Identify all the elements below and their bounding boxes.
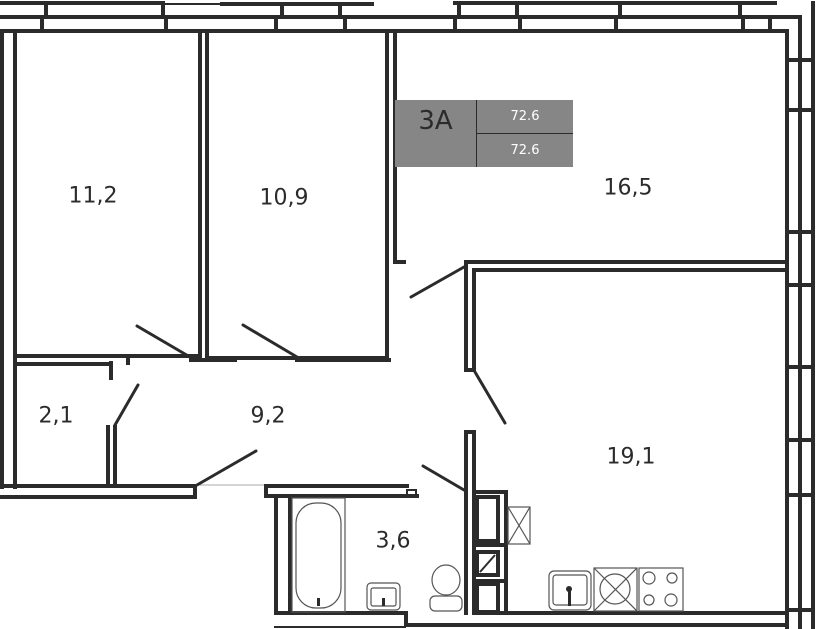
door-storage [113, 383, 140, 427]
fridge-icon [507, 506, 531, 545]
oven-icon [593, 567, 638, 612]
bathtub-icon [291, 497, 346, 613]
toilet-icon [429, 564, 463, 612]
washbasin-icon [366, 582, 401, 611]
door-entrance [195, 449, 258, 487]
bedroom-1-walls [13, 29, 202, 380]
room-area-kitchen: 19,1 [606, 444, 656, 470]
door-kitchen [473, 370, 507, 425]
door-living-room [409, 265, 466, 299]
door-bathroom [421, 464, 466, 492]
cooktop-icon [638, 567, 684, 612]
room-area-living-room: 16,5 [603, 175, 653, 201]
room-area-bedroom-2: 10,9 [259, 185, 309, 211]
door-bedroom-1 [135, 324, 192, 359]
door-bedroom-2 [241, 323, 299, 359]
storage-walls [13, 362, 117, 488]
ventilation-shaft [472, 490, 789, 615]
bedroom-2-walls [189, 29, 406, 362]
apartment-code: 3A [418, 106, 453, 136]
kitchen-sink-icon [548, 570, 592, 611]
living-room-walls [464, 260, 789, 372]
exterior-wall-right [785, 1, 815, 629]
total-area: 72.6 [510, 109, 540, 124]
living-area: 72.6 [510, 143, 540, 158]
apartment-badge: 3A 72.6 72.6 [395, 100, 573, 167]
exterior-wall-top [0, 1, 802, 33]
badge-divider [477, 133, 573, 134]
bathroom-walls [264, 430, 789, 628]
doors [113, 265, 507, 492]
room-area-storage: 2,1 [38, 403, 74, 429]
room-area-bedroom-1: 11,2 [68, 183, 118, 209]
room-area-bathroom: 3,6 [375, 528, 411, 554]
room-area-hallway: 9,2 [250, 403, 286, 429]
hallway-bottom-wall [0, 484, 266, 499]
badge-divider [476, 100, 477, 167]
